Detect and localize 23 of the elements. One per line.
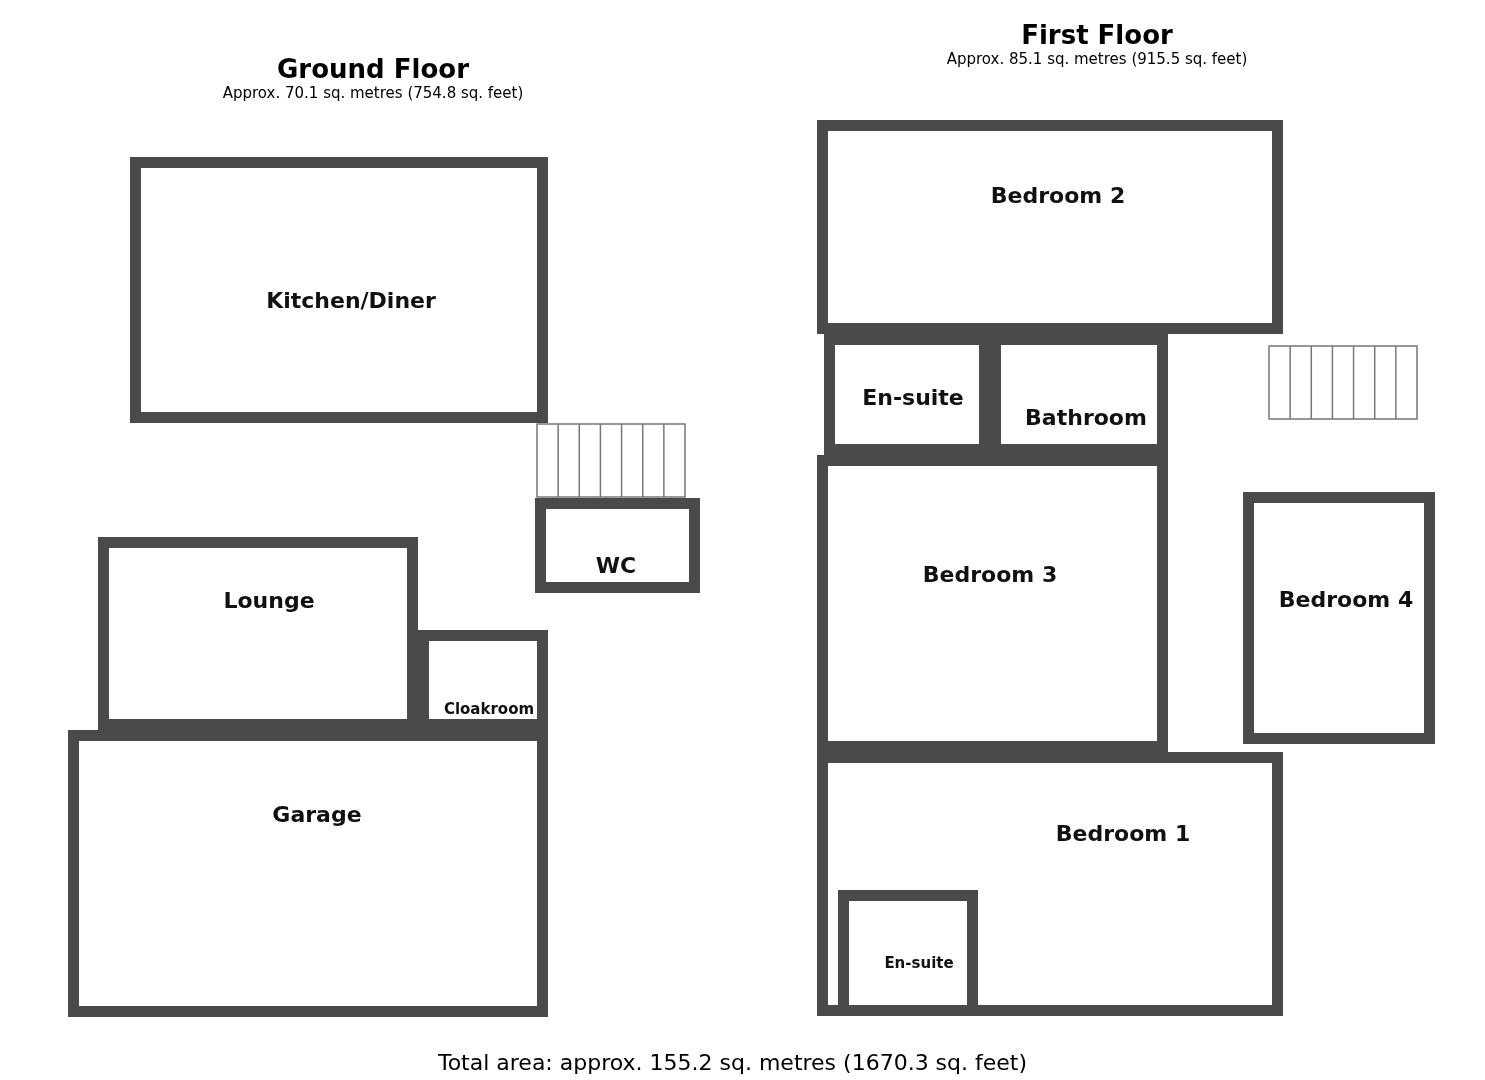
- caption: Total area: approx. 155.2 sq. metres (1670.3 sq. feet): [436, 1050, 1029, 1075]
- room: [817, 752, 1283, 1016]
- room-label: Kitchen/Diner: [266, 287, 436, 313]
- room: [68, 730, 548, 1017]
- room-label: Bedroom 1: [1055, 820, 1191, 846]
- room-label: Bedroom 3: [922, 561, 1058, 587]
- area-note: Approx. 85.1 sq. metres (915.5 sq. feet): [945, 50, 1249, 68]
- room-label: Bathroom: [1025, 404, 1147, 430]
- room: [817, 120, 1283, 334]
- room-label: Bedroom 4: [1278, 586, 1414, 612]
- area-note: Approx. 70.1 sq. metres (754.8 sq. feet): [221, 84, 525, 102]
- room-label: En-suite: [862, 384, 964, 410]
- room-label: Lounge: [223, 587, 315, 613]
- room-label: Garage: [272, 801, 362, 827]
- room: [1243, 492, 1435, 744]
- room-label: Cloakroom: [443, 700, 535, 718]
- room-label: Bedroom 2: [990, 182, 1126, 208]
- floor-title: First Floor: [1020, 20, 1174, 50]
- room: [130, 157, 548, 423]
- floor-title: Ground Floor: [276, 54, 470, 84]
- room: [535, 498, 700, 593]
- room-label: WC: [595, 552, 637, 578]
- room-label: En-suite: [884, 954, 954, 972]
